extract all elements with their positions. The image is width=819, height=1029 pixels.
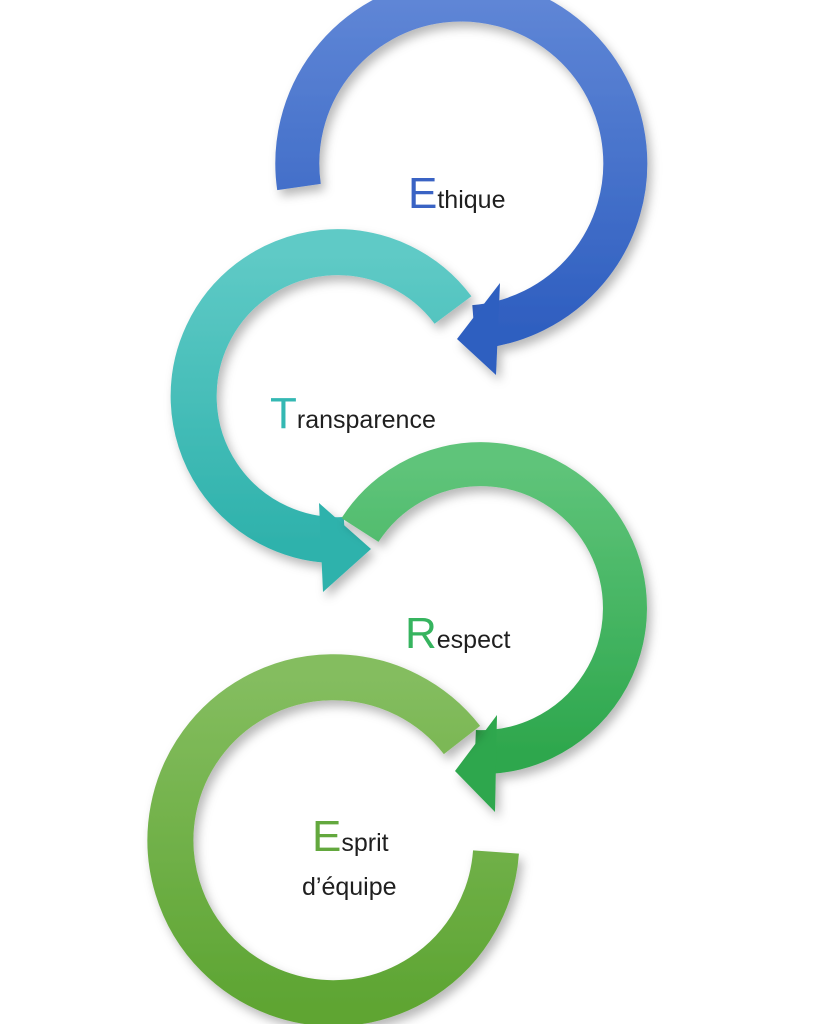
label-transparence-rest: ransparence [297,406,436,434]
label-respect-rest: espect [437,626,511,654]
label-transparence-initial: T [270,389,297,438]
label-ethique-rest: thique [437,186,505,214]
arrow-transparence [170,229,472,592]
label-equipe-line2: d’équipe [302,873,397,901]
label-esprit-rest: sprit [341,829,388,857]
label-esprit: Esprit [312,812,389,861]
label-ethique-initial: E [408,169,437,218]
label-respect: Respect [405,609,510,658]
label-ethique: Ethique [408,169,505,218]
label-respect-initial: R [405,609,437,658]
arrow-ethique [275,0,648,375]
label-esprit-initial: E [312,812,341,861]
label-transparence: Transparence [270,389,436,438]
ring-esprit-equipe [147,654,519,1027]
arrow-respect [341,442,647,812]
